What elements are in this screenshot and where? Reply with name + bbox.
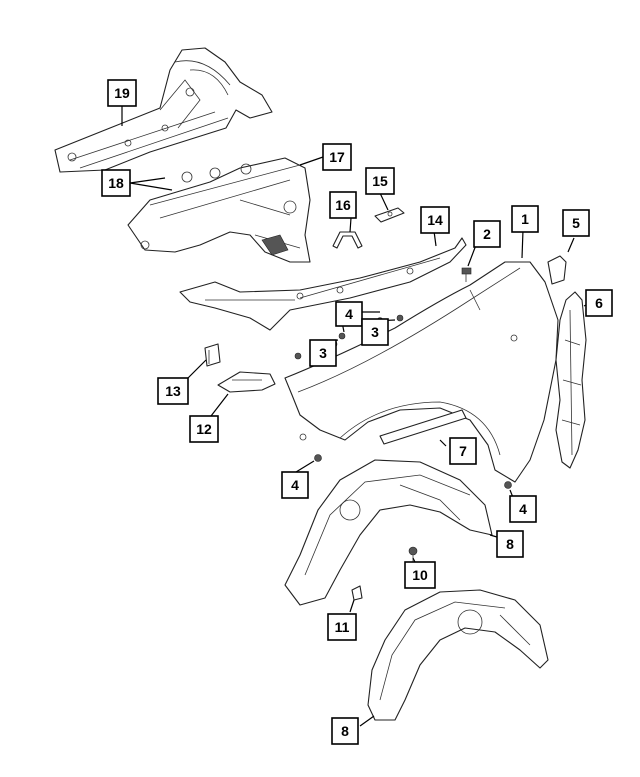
part-13-clip <box>204 343 221 367</box>
callout-4a-label: 4 <box>345 306 353 322</box>
part-8-upper-wheelhouse-liner <box>284 459 493 606</box>
callout-7: 7 <box>449 437 477 465</box>
callout-7-label: 7 <box>459 443 467 459</box>
callout-8-upper: 8 <box>496 530 524 558</box>
part-2-screw <box>461 267 472 282</box>
callout-1-label: 1 <box>521 211 529 227</box>
callout-2-label: 2 <box>483 226 491 242</box>
part-17-cowl-panel <box>127 157 311 263</box>
part-10-screw <box>408 546 418 562</box>
callout-8b-label: 8 <box>341 723 349 739</box>
callout-12: 12 <box>189 415 219 443</box>
callout-15-label: 15 <box>372 173 388 189</box>
part-7-flare-strip <box>379 409 467 445</box>
part-5-clip <box>547 255 567 285</box>
callout-13-label: 13 <box>165 383 181 399</box>
part-1-front-fender <box>284 261 559 483</box>
callout-11: 11 <box>327 613 357 641</box>
callout-12-label: 12 <box>196 421 212 437</box>
callout-8-lower: 8 <box>331 717 359 745</box>
callout-3a-label: 3 <box>319 345 327 361</box>
callout-5: 5 <box>562 209 590 237</box>
callout-16-label: 16 <box>335 197 351 213</box>
callout-17: 17 <box>322 143 352 171</box>
part-11-clip <box>351 585 363 601</box>
callout-3-right: 3 <box>361 318 389 346</box>
part-19-rail <box>54 47 273 173</box>
callout-2: 2 <box>473 220 501 248</box>
part-12-bracket <box>217 371 276 393</box>
callout-4-upper: 4 <box>335 301 363 327</box>
callout-14-label: 14 <box>427 212 443 228</box>
callout-8a-label: 8 <box>506 536 514 552</box>
callout-17-label: 17 <box>329 149 345 165</box>
callout-15: 15 <box>365 167 395 195</box>
callout-6: 6 <box>585 289 613 317</box>
part-15-bracket <box>374 207 405 223</box>
callout-4b-label: 4 <box>291 477 299 493</box>
callout-4-left: 4 <box>281 471 309 499</box>
part-14-fender-seal <box>179 237 467 331</box>
callout-4c-label: 4 <box>519 501 527 517</box>
callout-18: 18 <box>101 169 131 197</box>
callout-3-left: 3 <box>309 339 337 367</box>
callout-14: 14 <box>420 206 450 234</box>
callout-4-right: 4 <box>509 495 537 523</box>
callout-18-label: 18 <box>108 175 124 191</box>
part-16-bracket <box>332 231 363 249</box>
callout-19-label: 19 <box>114 85 130 101</box>
callout-16: 16 <box>329 191 357 219</box>
callout-10-label: 10 <box>412 567 428 583</box>
callout-11-label: 11 <box>335 619 350 635</box>
callout-1: 1 <box>511 205 539 233</box>
part-8-lower-wheelhouse-liner <box>367 589 549 721</box>
callout-5-label: 5 <box>572 215 580 231</box>
callout-10: 10 <box>404 561 436 589</box>
callout-6-label: 6 <box>595 295 603 311</box>
callout-19: 19 <box>107 79 137 107</box>
part-6-fender-shield <box>555 291 587 469</box>
callout-3b-label: 3 <box>371 324 379 340</box>
callout-13: 13 <box>157 377 189 405</box>
